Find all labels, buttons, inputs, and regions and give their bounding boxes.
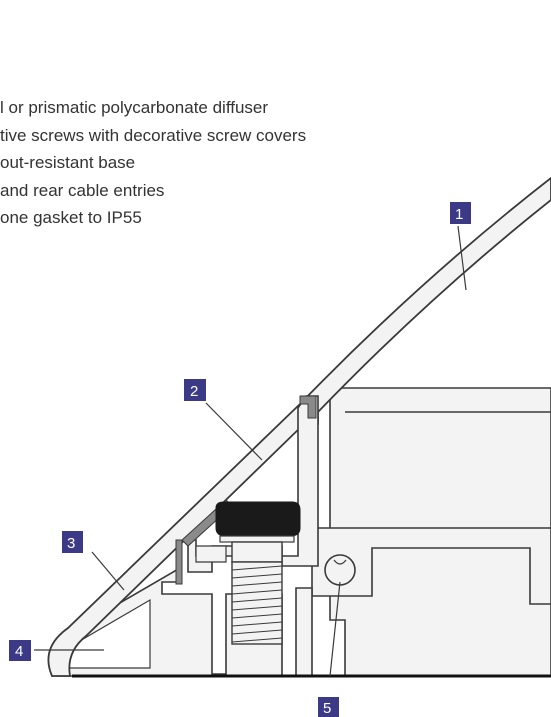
screw-boss	[187, 395, 319, 573]
callout-4: 4	[9, 640, 31, 661]
callout-5: 5	[318, 697, 339, 717]
callout-1: 1	[450, 202, 471, 224]
callout-3-label: 3	[67, 535, 75, 552]
feature-item-base: out-resistant base	[0, 153, 136, 172]
callout-5-label: 5	[323, 700, 331, 717]
inner-housing	[311, 387, 551, 677]
feature-item-screws: tive screws with decorative screw covers	[0, 125, 307, 145]
callout-2: 2	[184, 379, 206, 401]
feature-item-gasket: one gasket to IP55	[0, 208, 142, 227]
callout-3: 3	[62, 531, 83, 553]
feature-item-diffuser: l or prismatic polycarbonate diffuser	[0, 98, 269, 117]
gasket-cord	[324, 554, 356, 586]
callout-4-label: 4	[15, 643, 23, 660]
callout-2-label: 2	[190, 383, 198, 400]
callout-1-label: 1	[455, 206, 463, 223]
leader-lines	[34, 225, 467, 677]
feature-list: l or prismatic polycarbonate diffuser ti…	[0, 94, 306, 232]
screw	[215, 501, 301, 645]
feature-item-cable-entries: and rear cable entries	[0, 180, 165, 200]
